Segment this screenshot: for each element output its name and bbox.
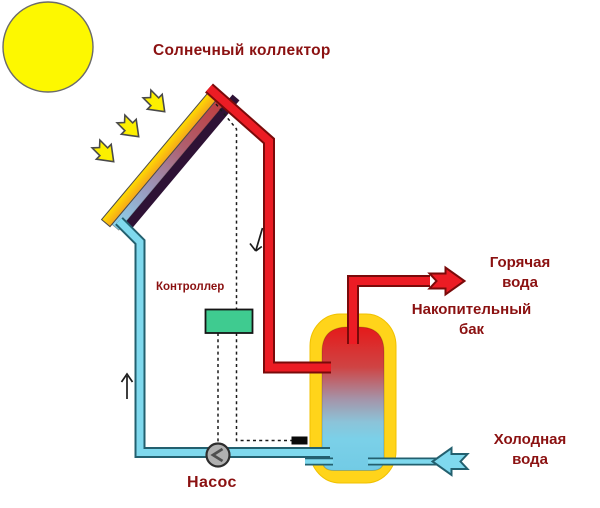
flow-down-arrow-icon: [249, 227, 264, 252]
storage-tank: [309, 313, 397, 484]
sun-ray-arrow-icon: [90, 138, 115, 163]
cold-water-arrow-icon: [430, 446, 470, 477]
storage-tank-label: Накопительный бак: [411, 301, 532, 338]
tank-sensor-wire: [235, 333, 292, 442]
sun-rays-arrows: [90, 88, 166, 163]
pump-symbol: [205, 442, 231, 468]
cold-water-label: Холодная вода: [493, 431, 567, 468]
hot-water-outlet-pipe: [347, 275, 430, 344]
collector-sensor-wire: [215, 103, 238, 310]
tank-water-gradient: [321, 326, 385, 471]
cold-pipe-collector-to-tank: [115, 217, 330, 458]
sun-ray-arrow-icon: [141, 88, 166, 113]
pump-body: [205, 442, 231, 468]
hot-water-arrow-icon: [427, 265, 467, 297]
hot-water-label: Горячая вода: [489, 254, 551, 291]
controller-label: Контроллер: [156, 281, 225, 293]
sun-icon: [2, 1, 94, 93]
diagram-title: Солнечный коллектор: [153, 42, 331, 59]
pump-chevron-icon: [210, 447, 224, 463]
collector-back-layer: [120, 94, 240, 234]
hot-pipe-collector-to-tank: [205, 83, 331, 374]
sun-ray-arrow-icon: [115, 113, 140, 138]
solar-collector-panel: [100, 87, 240, 234]
pump-label: Насос: [187, 474, 237, 491]
flow-up-arrow-icon: [120, 372, 134, 399]
collector-absorber-layer: [111, 93, 229, 231]
tank-temperature-sensor: [291, 436, 308, 445]
controller-wiring: [215, 103, 292, 443]
controller-box: [204, 308, 254, 334]
